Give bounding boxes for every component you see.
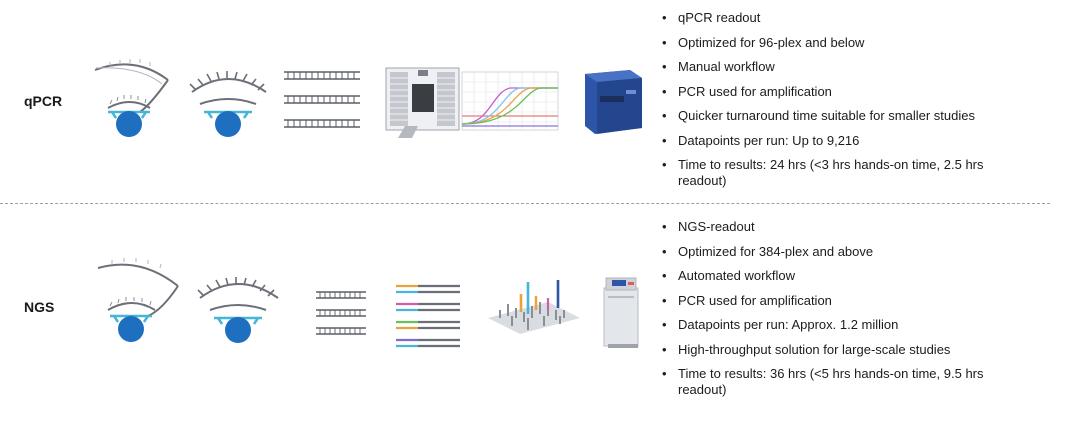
- ngs-feature-list: NGS-readout Optimized for 384-plex and a…: [662, 219, 1022, 407]
- list-item: Optimized for 96-plex and below: [662, 35, 1022, 51]
- row-divider: [0, 203, 1050, 204]
- qpcr-instrument-icon: [585, 70, 642, 134]
- qpcr-chip-icon: [385, 67, 460, 138]
- qpcr-row: qPCR: [0, 0, 1080, 202]
- list-item: High-throughput solution for large-scale…: [662, 342, 1022, 358]
- dna-barcoded-strands-icon: [396, 284, 460, 348]
- qpcr-label: qPCR: [24, 93, 63, 109]
- list-item: Automated workflow: [662, 268, 1022, 284]
- probe-extension-icon: [189, 71, 267, 137]
- qpcr-workflow-illustration: [94, 59, 642, 138]
- list-item: PCR used for amplification: [662, 293, 1022, 309]
- ngs-workflow-illustration: [97, 258, 639, 348]
- probe-hybridization-icon: [97, 258, 179, 342]
- dna-strands-icon: [284, 71, 360, 128]
- probe-extension-icon: [197, 277, 279, 343]
- list-item: Manual workflow: [662, 59, 1022, 75]
- list-item: Optimized for 384-plex and above: [662, 244, 1022, 260]
- ngs-sequencer-icon: [603, 277, 639, 348]
- list-item: qPCR readout: [662, 10, 1022, 26]
- ngs-label: NGS: [24, 299, 55, 315]
- list-item: Time to results: 24 hrs (<3 hrs hands-on…: [662, 157, 1022, 189]
- list-item: Datapoints per run: Up to 9,216: [662, 133, 1022, 149]
- ngs-peaks-icon: [488, 280, 580, 334]
- dna-strands-icon: [316, 291, 366, 335]
- qpcr-feature-list: qPCR readout Optimized for 96-plex and b…: [662, 10, 1022, 198]
- list-item: Datapoints per run: Approx. 1.2 million: [662, 317, 1022, 333]
- list-item: PCR used for amplification: [662, 84, 1022, 100]
- probe-hybridization-icon: [94, 59, 169, 137]
- list-item: NGS-readout: [662, 219, 1022, 235]
- amplification-curve-icon: [461, 71, 559, 131]
- list-item: Quicker turnaround time suitable for sma…: [662, 108, 1022, 124]
- ngs-row: NGS: [0, 206, 1080, 423]
- list-item: Time to results: 36 hrs (<5 hrs hands-on…: [662, 366, 1022, 398]
